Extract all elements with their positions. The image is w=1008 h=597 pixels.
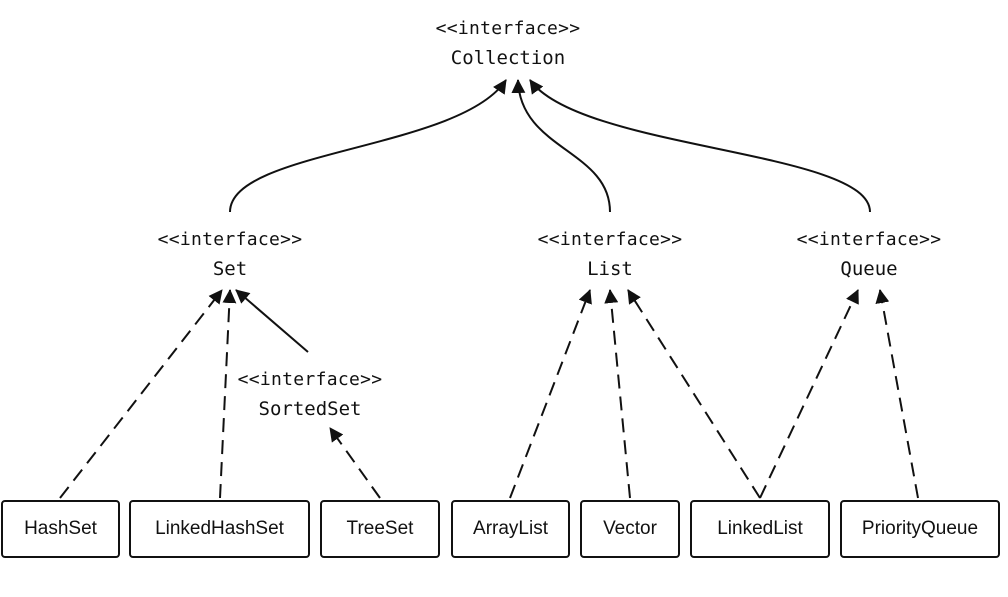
- edge-set-extends-collection: [229, 79, 507, 213]
- interface-stereotype: <<interface>>: [157, 229, 303, 250]
- class-priorityqueue: PriorityQueue: [840, 500, 1000, 558]
- edge-hashset-implements-set: [59, 289, 223, 499]
- interface-stereotype: <<interface>>: [796, 229, 942, 250]
- edge-arraylist-implements-list: [509, 289, 592, 499]
- interface-stereotype: <<interface>>: [435, 18, 581, 39]
- class-linkedlist: LinkedList: [690, 500, 830, 558]
- edge-treeset-implements-sortedset: [329, 427, 381, 499]
- interface-collection: <<interface>> Collection: [398, 16, 618, 74]
- interface-name: Set: [212, 258, 248, 280]
- edge-list-extends-collection: [511, 79, 611, 213]
- edge-sortedset-extends-set: [235, 289, 309, 353]
- edge-linkedlist-implements-queue: [759, 289, 859, 499]
- interface-name: Queue: [840, 258, 898, 280]
- interface-stereotype: <<interface>>: [537, 229, 683, 250]
- interface-queue: <<interface>> Queue: [759, 227, 979, 285]
- interface-list: <<interface>> List: [500, 227, 720, 285]
- interface-name: SortedSet: [258, 398, 362, 420]
- edge-priorityqueue-implements-queue: [875, 289, 919, 499]
- class-treeset: TreeSet: [320, 500, 440, 558]
- edge-vector-implements-list: [604, 289, 631, 499]
- interface-name: List: [587, 258, 633, 280]
- edge-queue-extends-collection: [529, 79, 871, 213]
- class-vector: Vector: [580, 500, 680, 558]
- interface-name: Collection: [450, 47, 566, 69]
- interface-set: <<interface>> Set: [120, 227, 340, 285]
- interface-stereotype: <<interface>>: [237, 369, 383, 390]
- class-arraylist: ArrayList: [451, 500, 570, 558]
- edge-linkedhashset-implements-set: [219, 289, 237, 499]
- class-hashset: HashSet: [1, 500, 120, 558]
- interface-sortedset: <<interface>> SortedSet: [200, 367, 420, 425]
- edge-linkedlist-implements-list: [627, 289, 761, 499]
- class-linkedhashset: LinkedHashSet: [129, 500, 310, 558]
